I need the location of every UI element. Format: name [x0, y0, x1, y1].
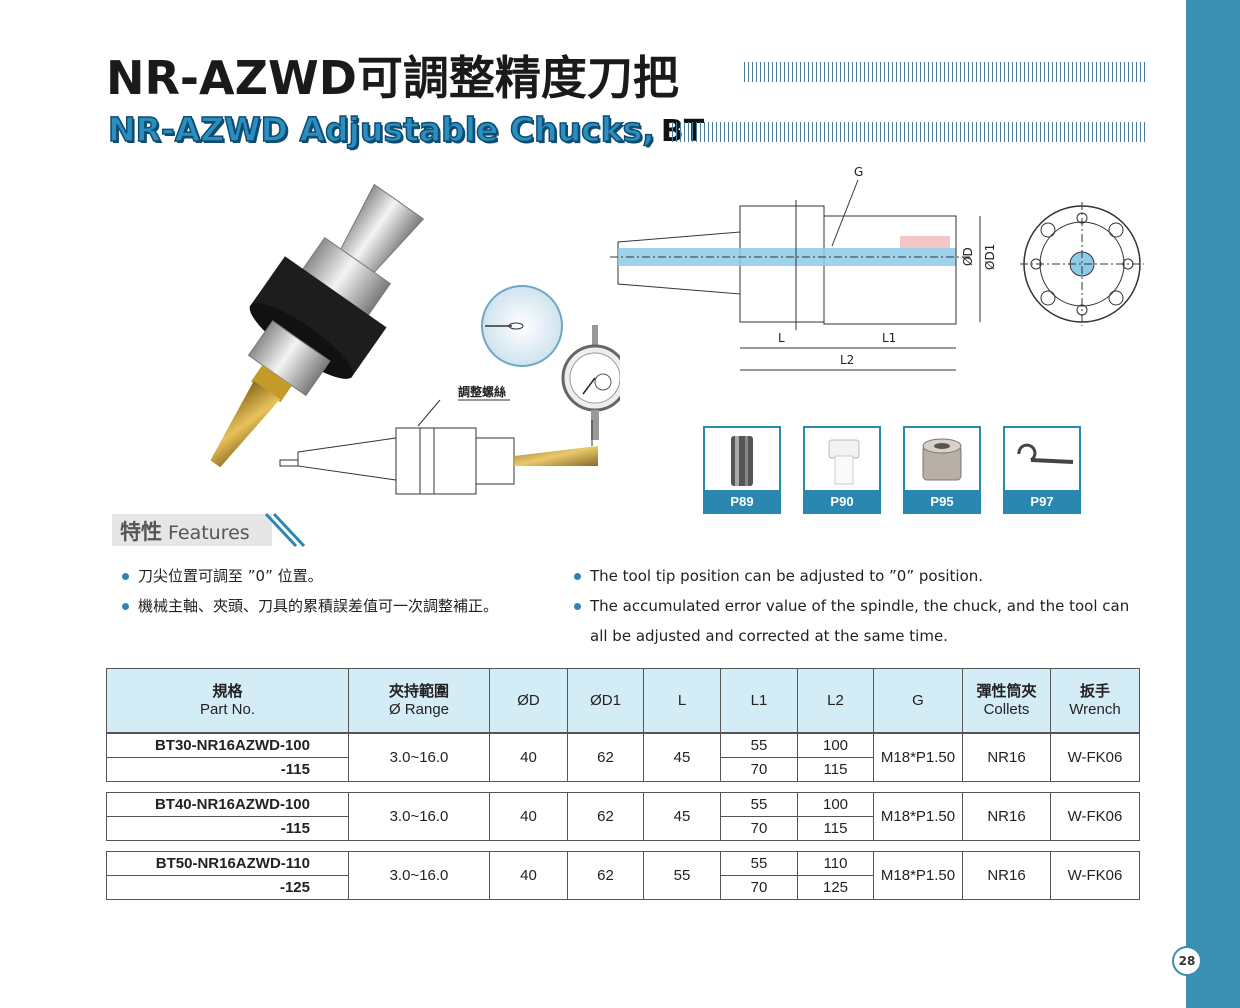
header-l1: L1	[720, 668, 798, 733]
side-band	[1186, 0, 1240, 1008]
nut-icon	[922, 438, 962, 481]
page-number: 28	[1172, 946, 1202, 976]
d1-cell: 62	[567, 733, 644, 782]
header-d: ØD	[489, 668, 568, 733]
header-g: G	[873, 668, 963, 733]
range-cell: 3.0~16.0	[348, 733, 490, 782]
l2-cell: 100	[797, 733, 874, 758]
d1-cell: 62	[567, 792, 644, 841]
d-cell: 40	[489, 733, 568, 782]
title-hatch-bottom	[672, 122, 1146, 142]
page-title-en: NR-AZWD Adjustable Chucks,BT	[107, 109, 704, 150]
part-no-cell: BT50-NR16AZWD-110	[106, 851, 349, 876]
part-no-cell: -115	[106, 816, 349, 841]
table-row: -125 70 125	[106, 875, 1140, 900]
collet-cell: NR16	[962, 733, 1051, 782]
wrench-icon	[1017, 443, 1074, 464]
accessory-label: P95	[905, 490, 979, 512]
g-cell: M18*P1.50	[873, 733, 963, 782]
wrench-cell: W-FK06	[1050, 792, 1140, 841]
l1-cell: 55	[720, 851, 798, 876]
features-slash-icon	[264, 512, 306, 548]
dim-l2-label: L2	[840, 353, 854, 367]
features-zh-list: 刀尖位置可調至 ”0” 位置。 機械主軸、夾頭、刀具的累積誤差值可一次調整補正。	[120, 561, 560, 621]
accessory-p95[interactable]: P95	[903, 426, 981, 514]
l2-cell: 110	[797, 851, 874, 876]
l2-cell: 115	[797, 757, 874, 782]
product-photo: 調整螺絲	[100, 160, 629, 520]
collet-cell: NR16	[962, 792, 1051, 841]
part-no-cell: -115	[106, 757, 349, 782]
spec-group-bt30: BT30-NR16AZWD-100 3.0~16.0 40 62 45 55 1…	[106, 733, 1140, 782]
accessory-label: P90	[805, 490, 879, 512]
feature-en-item: The accumulated error value of the spind…	[572, 591, 1142, 651]
g-cell: M18*P1.50	[873, 851, 963, 900]
range-cell: 3.0~16.0	[348, 792, 490, 841]
l-cell: 45	[643, 733, 721, 782]
l1-cell: 70	[720, 816, 798, 841]
l2-cell: 115	[797, 816, 874, 841]
header-d1: ØD1	[567, 668, 644, 733]
l1-cell: 70	[720, 875, 798, 900]
cap-icon	[828, 439, 860, 485]
feature-en-item: The tool tip position can be adjusted to…	[572, 561, 1142, 591]
accessory-label: P97	[1005, 490, 1079, 512]
l1-cell: 55	[720, 733, 798, 758]
spec-group-bt50: BT50-NR16AZWD-110 3.0~16.0 40 62 55 55 1…	[106, 851, 1140, 900]
feature-zh-item: 刀尖位置可調至 ”0” 位置。	[120, 561, 560, 591]
header-l2: L2	[797, 668, 874, 733]
l2-cell: 100	[797, 792, 874, 817]
features-en-list: The tool tip position can be adjusted to…	[572, 561, 1142, 651]
table-row: -115 70 115	[106, 757, 1140, 782]
page-title-zh: NR-AZWD可調整精度刀把	[106, 51, 679, 105]
features-heading: 特性 Features	[120, 516, 250, 546]
g-cell: M18*P1.50	[873, 792, 963, 841]
l1-cell: 70	[720, 757, 798, 782]
part-no-cell: BT40-NR16AZWD-100	[106, 792, 349, 817]
spec-group-bt40: BT40-NR16AZWD-100 3.0~16.0 40 62 45 55 1…	[106, 792, 1140, 841]
l2-cell: 125	[797, 875, 874, 900]
table-row: BT50-NR16AZWD-110 3.0~16.0 40 62 55 55 1…	[106, 851, 1140, 900]
part-no-cell: -125	[106, 875, 349, 900]
table-row: BT30-NR16AZWD-100 3.0~16.0 40 62 45 55 1…	[106, 733, 1140, 782]
accessory-label: P89	[705, 490, 779, 512]
dim-d-label: ØD	[961, 247, 975, 266]
wrench-cell: W-FK06	[1050, 851, 1140, 900]
l-cell: 45	[643, 792, 721, 841]
page-title-en-main: NR-AZWD Adjustable Chucks,	[107, 109, 655, 150]
dim-g-label: G	[854, 165, 863, 179]
d-cell: 40	[489, 792, 568, 841]
accessory-p90[interactable]: P90	[803, 426, 881, 514]
d-cell: 40	[489, 851, 568, 900]
dim-l1-label: L1	[882, 331, 896, 345]
part-no-cell: BT30-NR16AZWD-100	[106, 733, 349, 758]
table-row: BT40-NR16AZWD-100 3.0~16.0 40 62 45 55 1…	[106, 792, 1140, 841]
title-hatch-top	[744, 62, 1146, 82]
dim-d1-label: ØD1	[983, 244, 997, 270]
l-cell: 55	[643, 851, 721, 900]
d1-cell: 62	[567, 851, 644, 900]
features-title-zh: 特性	[120, 520, 162, 544]
technical-drawing: G ØD ØD1 L L1 L2	[600, 160, 1160, 390]
features-heading-bar	[112, 514, 272, 546]
feature-zh-item: 機械主軸、夾頭、刀具的累積誤差值可一次調整補正。	[120, 591, 560, 621]
collet-icon	[731, 436, 753, 486]
range-cell: 3.0~16.0	[348, 851, 490, 900]
features-title-en: Features	[168, 522, 250, 544]
accessory-p97[interactable]: P97	[1003, 426, 1081, 514]
callout-adjust-screw: 調整螺絲	[458, 384, 506, 399]
header-l: L	[643, 668, 721, 733]
collet-cell: NR16	[962, 851, 1051, 900]
wrench-cell: W-FK06	[1050, 733, 1140, 782]
dim-l-label: L	[778, 331, 785, 345]
table-row: -115 70 115	[106, 816, 1140, 841]
l1-cell: 55	[720, 792, 798, 817]
accessory-p89[interactable]: P89	[703, 426, 781, 514]
